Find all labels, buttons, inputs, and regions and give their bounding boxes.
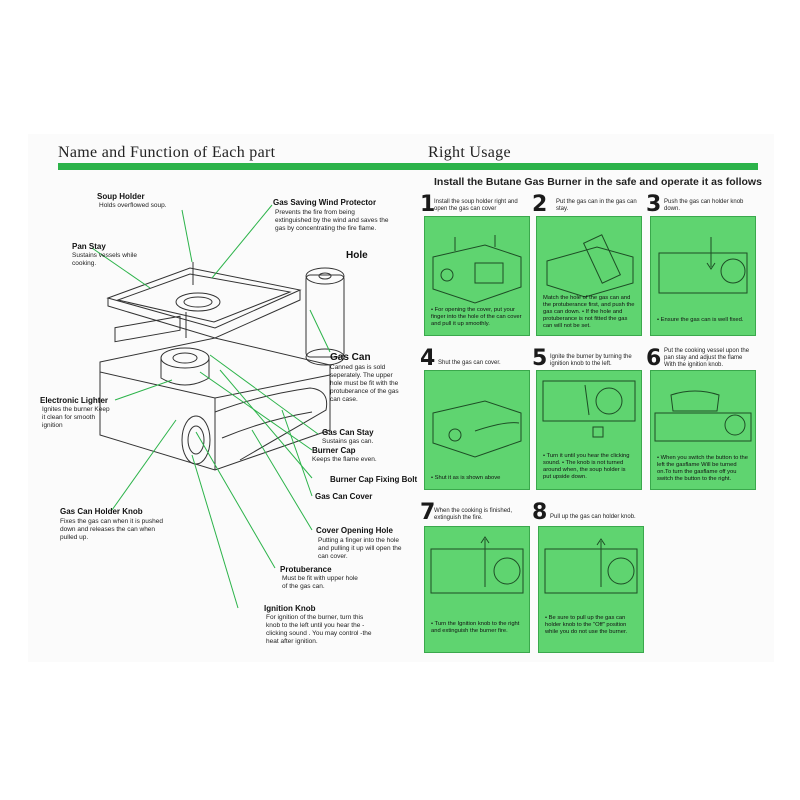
label-burner-cap-fixing-bolt: Burner Cap Fixing Bolt <box>330 475 418 484</box>
step-6-caption: • When you switch the button to the left… <box>657 455 748 482</box>
usage-subheading: Install the Butane Gas Burner in the saf… <box>434 176 762 188</box>
step-4-number: 4 <box>420 346 436 371</box>
step-1-panel: • For opening the cover, put your finger… <box>424 216 530 336</box>
step-7-illustration <box>430 536 524 594</box>
step-6-illustration <box>654 390 752 442</box>
step-7-text: When the cooking is finished, extinguish… <box>434 508 513 521</box>
step-7-panel: • Turn the Ignition knob to the right an… <box>424 526 530 653</box>
step-3-illustration <box>658 237 748 294</box>
step-5-text: Ignite the burner by turning the ignitio… <box>550 354 632 367</box>
desc-gas-can: Canned gas is sold seperately. The upper… <box>330 364 399 403</box>
step-5-illustration <box>542 380 636 438</box>
step-1-text: Install the soup holder right and open t… <box>434 199 518 212</box>
label-ignition-knob: Ignition Knob <box>264 604 316 613</box>
label-cover-opening-hole: Cover Opening Hole <box>316 526 393 535</box>
label-pan-stay: Pan Stay <box>72 242 106 251</box>
desc-electronic-lighter: Ignites the burner Keep it clean for smo… <box>42 406 110 429</box>
step-2-number: 2 <box>532 192 548 217</box>
step-3-panel: • Ensure the gas can is well fixed. <box>650 216 756 336</box>
desc-burner-cap: Keeps the flame even. <box>312 456 377 463</box>
step-4-illustration <box>432 400 522 458</box>
step-2-panel: Match the hole of the gas can and the pr… <box>536 216 642 336</box>
step-7-number: 7 <box>420 500 436 525</box>
label-burner-cap: Burner Cap <box>312 446 356 455</box>
step-3-caption: • Ensure the gas can is well fixed. <box>657 317 744 323</box>
desc-gas-can-stay: Sustains gas can. <box>322 438 374 445</box>
step-8-number: 8 <box>532 500 548 525</box>
label-gas-can-holder-knob: Gas Can Holder Knob <box>60 507 143 516</box>
desc-gas-saving-wind-protector: Prevents the fire from being extinguishe… <box>275 209 389 232</box>
desc-pan-stay: Sustains vessels while cooking. <box>72 252 138 267</box>
desc-soup-holder: Holds overflowed soup. <box>99 202 167 209</box>
step-6-number: 6 <box>646 346 662 371</box>
step-1-illustration <box>432 235 522 304</box>
step-4-caption: • Shut it as is shown above <box>431 475 501 481</box>
step-8-illustration <box>544 538 638 594</box>
step-5-number: 5 <box>532 346 548 371</box>
step-7-caption: • Turn the Ignition knob to the right an… <box>431 621 520 634</box>
label-gas-saving-wind-protector: Gas Saving Wind Protector <box>273 198 377 207</box>
step-6-panel: • When you switch the button to the left… <box>650 370 756 490</box>
label-soup-holder: Soup Holder <box>97 192 145 201</box>
label-electronic-lighter: Electronic Lighter <box>40 396 109 405</box>
step-2-caption: Match the hole of the gas can and the pr… <box>543 295 635 329</box>
step-2-text: Put the gas can in the gas can stay. <box>556 199 637 212</box>
desc-ignition-knob: For ignition of the burner, turn this kn… <box>266 614 372 645</box>
manual-sheet <box>28 134 774 662</box>
step-3-number: 3 <box>646 192 662 217</box>
step-8-text: Pull up the gas can holder knob. <box>550 514 636 520</box>
step-1-caption: • For opening the cover, put your finger… <box>431 307 522 327</box>
step-6-text: Put the cooking vessel upon the pan stay… <box>664 348 750 368</box>
step-4-panel: • Shut it as is shown above <box>424 370 530 490</box>
green-title-rule <box>58 163 758 170</box>
desc-protuberance: Must be fit with upper hole of the gas c… <box>282 575 358 590</box>
label-hole: Hole <box>346 250 368 261</box>
desc-cover-opening-hole: Putting a finger into the hole and pulli… <box>318 537 402 560</box>
step-3-text: Push the gas can holder knob down. <box>664 199 744 212</box>
label-gas-can: Gas Can <box>330 352 371 363</box>
desc-gas-can-holder-knob: Fixes the gas can when it is pushed down… <box>60 518 163 541</box>
label-protuberance: Protuberance <box>280 565 332 574</box>
right-section-title: Right Usage <box>428 144 511 161</box>
step-5-caption: • Turn it until you hear the clicking so… <box>543 453 630 480</box>
label-gas-can-cover: Gas Can Cover <box>315 492 373 501</box>
label-gas-can-stay: Gas Can Stay <box>322 428 374 437</box>
step-4-text: Shut the gas can cover. <box>438 360 501 366</box>
step-1-number: 1 <box>420 192 436 217</box>
step-8-panel: • Be sure to pull up the gas can holder … <box>538 526 644 653</box>
step-5-panel: • Turn it until you hear the clicking so… <box>536 370 642 490</box>
left-section-title: Name and Function of Each part <box>58 144 276 161</box>
step-8-caption: • Be sure to pull up the gas can holder … <box>545 615 628 635</box>
step-2-illustration <box>546 234 634 298</box>
